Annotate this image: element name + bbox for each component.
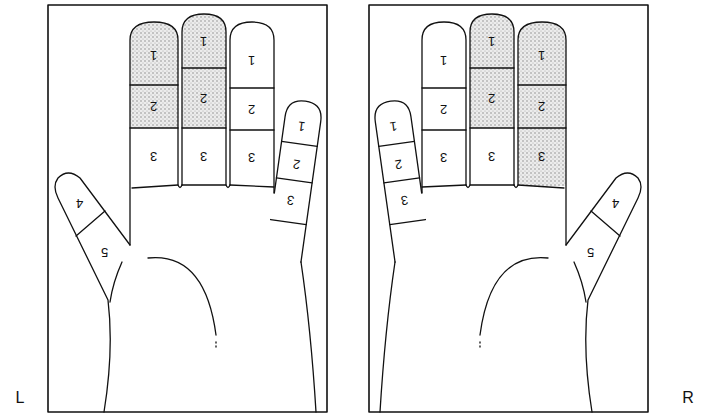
segment-number: 2 <box>150 100 157 113</box>
segment-number: 3 <box>287 193 296 207</box>
segment-number: 1 <box>298 119 307 133</box>
segment-number: 1 <box>200 35 207 48</box>
segment-number: 1 <box>248 54 255 67</box>
segment-number: 1 <box>150 49 157 62</box>
segment-number: 2 <box>200 92 207 105</box>
segment-number: 2 <box>293 157 302 171</box>
side-label: R <box>682 390 694 406</box>
segment-number: 2 <box>395 157 404 171</box>
segment-number: 3 <box>401 193 410 207</box>
segment-number: 3 <box>538 150 545 163</box>
segment-number: 2 <box>248 103 255 116</box>
segment-number: 3 <box>488 150 495 163</box>
segment-number: 4 <box>612 197 619 210</box>
segment-number: 2 <box>488 92 495 105</box>
segment-number: 5 <box>101 246 108 259</box>
segment-number: 2 <box>538 100 545 113</box>
segment-number: 1 <box>390 119 399 133</box>
segment-number: 3 <box>248 151 255 164</box>
segment-number: 5 <box>587 246 594 259</box>
segment-number: 2 <box>440 103 447 116</box>
side-label: L <box>16 390 25 406</box>
segment-number: 1 <box>440 54 447 67</box>
segment-number: 1 <box>488 35 495 48</box>
segment-number: 3 <box>440 151 447 164</box>
segment-number: 3 <box>200 150 207 163</box>
segment-number: 1 <box>538 49 545 62</box>
segment-number: 3 <box>150 150 157 163</box>
segment-number: 4 <box>76 197 83 210</box>
